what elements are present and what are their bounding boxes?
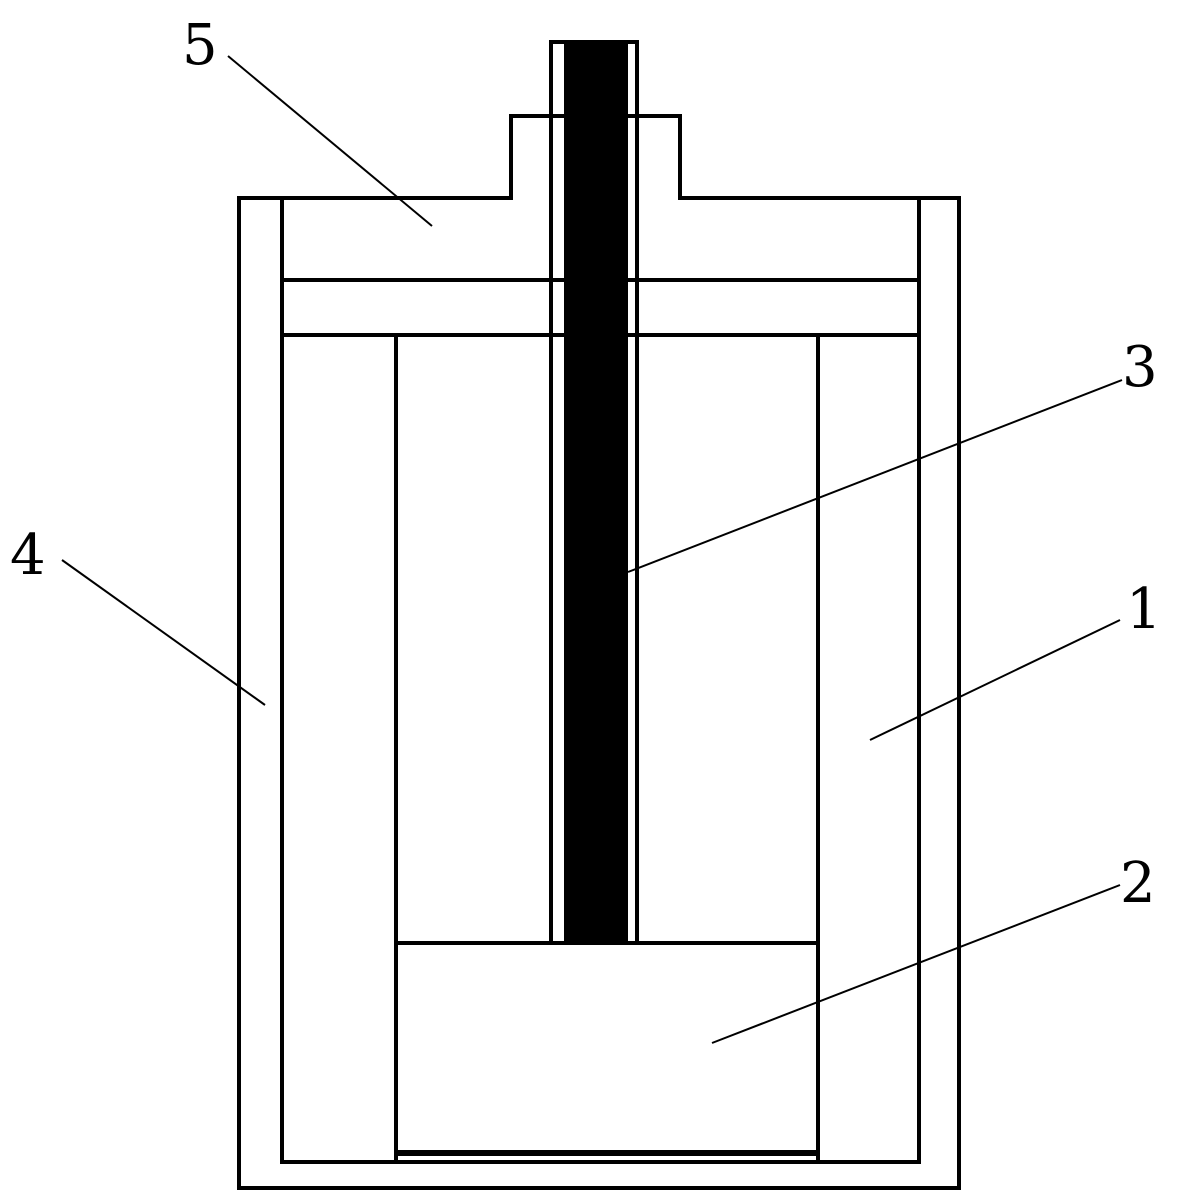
leader-line-2 — [711, 884, 1121, 1044]
label-3: 3 — [1122, 335, 1158, 400]
leader-line-4 — [61, 559, 266, 706]
label-5: 5 — [182, 13, 218, 78]
leader-line-5 — [227, 55, 433, 227]
leader-line-3 — [627, 379, 1123, 573]
label-2: 2 — [1120, 851, 1156, 916]
label-1: 1 — [1126, 577, 1162, 642]
crucible-right-wall — [816, 333, 921, 1164]
rod-core — [564, 44, 628, 941]
label-4: 4 — [10, 523, 46, 588]
leader-line-1 — [869, 619, 1121, 741]
powder-charge — [394, 941, 820, 1156]
crucible-left-wall — [280, 333, 398, 1164]
rod-sheath — [549, 40, 639, 945]
